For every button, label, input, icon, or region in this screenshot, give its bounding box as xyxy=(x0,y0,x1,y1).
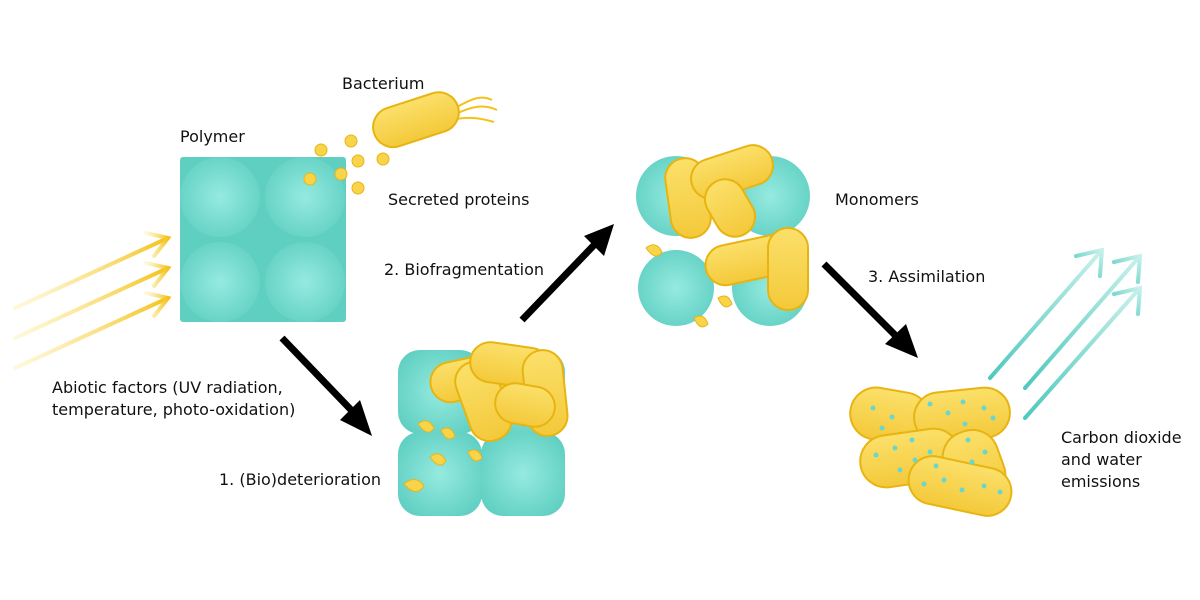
assimilated-cells xyxy=(849,386,1013,517)
secreted-protein-dots xyxy=(303,134,390,195)
assimilated-cell-dots xyxy=(870,399,1003,495)
monomers-cluster xyxy=(636,144,810,328)
biofragmentation-label: 2. Biofragmentation xyxy=(384,260,545,279)
biofragmentation-arrow xyxy=(519,224,614,323)
emissions-label-line3: emissions xyxy=(1061,472,1141,491)
deteriorated-polymer xyxy=(398,341,569,516)
emission-arrows xyxy=(988,247,1143,420)
deterioration-arrow xyxy=(279,335,372,436)
monomers-label: Monomers xyxy=(835,190,919,209)
abiotic-factor-arrows xyxy=(13,231,172,370)
emissions-label-line1: Carbon dioxide xyxy=(1061,428,1182,447)
assimilation-arrow xyxy=(821,261,918,358)
abiotic-factors-label-line2: temperature, photo-oxidation) xyxy=(52,400,296,419)
deterioration-label: 1. (Bio)deterioration xyxy=(219,470,382,489)
assimilation-label: 3. Assimilation xyxy=(868,267,986,286)
bacterium-label: Bacterium xyxy=(342,74,425,93)
secreted-proteins-label: Secreted proteins xyxy=(388,190,530,209)
emissions-label-line2: and water xyxy=(1061,450,1142,469)
polymer-label: Polymer xyxy=(180,127,245,146)
polymer-block xyxy=(180,157,346,322)
bacterium-icon xyxy=(372,91,498,149)
abiotic-factors-label-line1: Abiotic factors (UV radiation, xyxy=(52,378,283,397)
